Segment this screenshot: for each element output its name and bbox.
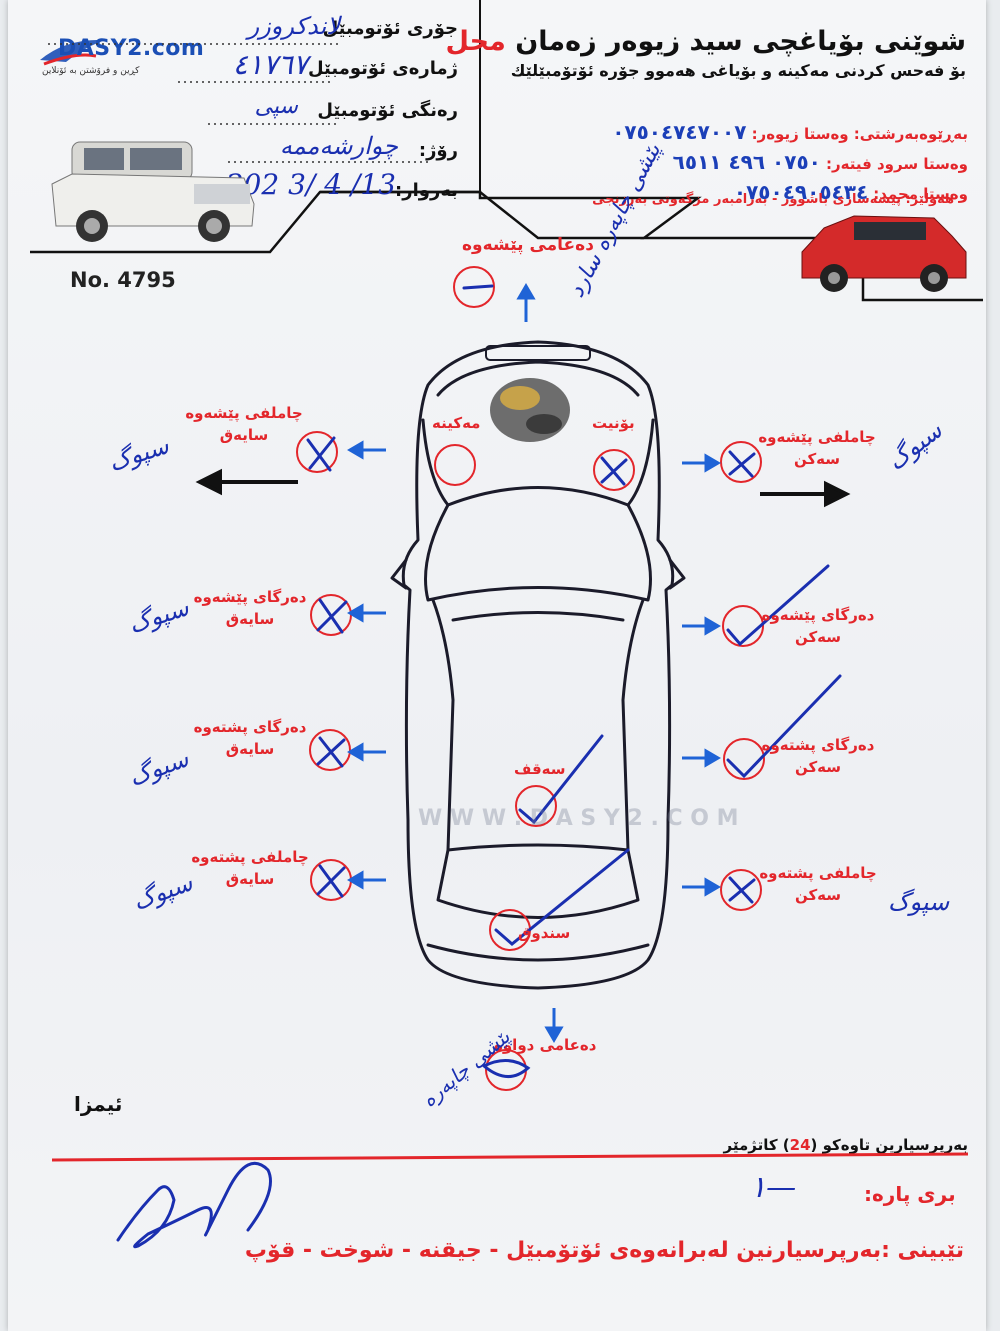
car-color-value: سپی bbox=[254, 94, 298, 119]
label-line: سەکن bbox=[794, 628, 842, 646]
engine-image bbox=[490, 378, 570, 442]
left-front-fender-label: چاملفی پێشەوە سایەق bbox=[164, 402, 324, 446]
label-line: سایەق bbox=[225, 610, 275, 628]
contact-phone: ٠٧٥٠٤٧٤٧٠٠٧ bbox=[612, 120, 747, 144]
watermark: W W W . D A S Y 2 . C O M bbox=[418, 806, 739, 831]
label-line: چاملفی پێشەوە bbox=[758, 428, 876, 446]
handwritten-marks bbox=[306, 284, 842, 1078]
engine-circle bbox=[434, 444, 476, 486]
left-rear-door-label: دەرگای پشتەوە سایەق bbox=[180, 716, 320, 760]
shop-title-red: محل bbox=[445, 26, 506, 57]
bonnet-circle bbox=[593, 449, 635, 491]
left-3-circle bbox=[309, 729, 351, 771]
shop-header: شوێنی بۆیاغچی سید زیوەر زەمان محل بۆ فەح… bbox=[446, 26, 966, 80]
car-color-label: رەنگی ئۆتومبێل bbox=[317, 100, 458, 121]
day-label: رۆژ: bbox=[418, 140, 458, 161]
suv-image bbox=[51, 141, 255, 242]
label-line: سەکن bbox=[793, 450, 841, 468]
date-label: بەروار: bbox=[395, 180, 458, 201]
signature-scribble bbox=[116, 1161, 272, 1249]
responsibility-prefix: بەرپرسیارین تاوەکو ( bbox=[810, 1136, 968, 1154]
label-line: سایەق bbox=[225, 870, 275, 888]
label-line: سایەق bbox=[225, 740, 275, 758]
right-front-door-label: دەرگای پێشەوە سەکن bbox=[756, 604, 880, 648]
contact-prefix: بەڕێوەبەرشتی: bbox=[853, 125, 968, 143]
car-diagram bbox=[195, 266, 851, 1091]
contact-phone: ٠٧٥٠٤٩٠٥٤٣٤ bbox=[733, 180, 869, 204]
field-dotted-lines bbox=[48, 43, 428, 163]
shop-title: شوێنی بۆیاغچی سید زیوەر زەمان محل bbox=[446, 26, 966, 57]
bonnet-label: بۆنیت bbox=[592, 414, 635, 432]
label-line: چاملفی پشتەوە bbox=[191, 848, 309, 866]
contact-name: وەستا محمد: bbox=[873, 185, 968, 203]
signature-label: ئیمزا bbox=[74, 1092, 123, 1116]
day-value: چوارشەممە bbox=[279, 132, 398, 160]
contact-row: وەستا محمد: ٠٧٥٠٤٩٠٥٤٣٤ bbox=[568, 180, 968, 204]
car-type-label: جۆری ئۆتومبێل bbox=[322, 18, 458, 39]
receipt-number: No. 4795 bbox=[70, 268, 176, 292]
right-1-circle bbox=[720, 441, 762, 483]
contact-row: بەڕێوەبەرشتی: وەستا زیوەر: ٠٧٥٠٤٧٤٧٠٠٧ bbox=[568, 120, 968, 144]
contact-name: وەستا زیوەر: bbox=[751, 125, 849, 143]
shop-name: شوێنی بۆیاغچی سید زیوەر زەمان bbox=[515, 26, 966, 57]
contact-row: وەستا سرود فیتەر: ٠٧٥٠ ٤٩٦ ٦٥١١ bbox=[568, 150, 968, 174]
date-row: بەروار: bbox=[395, 180, 458, 201]
responsibility-suffix: ) کاتژمێر bbox=[723, 1136, 790, 1154]
label-line: سایەق bbox=[219, 426, 269, 444]
shop-address: هەولێر: پیشەسازی باشوور - بەرامبەر مزگەو… bbox=[592, 192, 954, 207]
footer-note: تێبینی :بەرپرسیارنین لەبرانەوەی ئۆتۆمبێل… bbox=[244, 1238, 964, 1263]
amount-label: بری پارە: bbox=[864, 1182, 956, 1206]
car-type-row: جۆری ئۆتومبێل bbox=[323, 18, 458, 39]
car-color-row: رەنگی ئۆتومبێل bbox=[317, 100, 458, 121]
right-rear-fender-label: چاملفی پشتەوە سەکن bbox=[758, 862, 878, 906]
left-front-door-label: دەرگای پێشەوە سایەق bbox=[180, 586, 320, 630]
right-rear-door-label: دەرگای پشتەوە سەکن bbox=[758, 734, 878, 778]
trunk-label: سندوق bbox=[518, 924, 571, 942]
right-3-circle bbox=[723, 738, 765, 780]
label-line: دەرگای پشتەوە bbox=[761, 736, 875, 754]
contact-phone: ٠٧٥٠ ٤٩٦ ٦٥١١ bbox=[672, 150, 821, 174]
day-row: رۆژ: bbox=[419, 140, 458, 161]
car-type-value: لاندکروزر bbox=[247, 12, 340, 40]
right-front-fender-label: چاملفی پێشەوە سەکن bbox=[752, 426, 882, 470]
front-bumper-circle bbox=[453, 266, 495, 308]
rear-bumper-label: دەعامی دواوە bbox=[494, 1036, 597, 1054]
car-info-fields: جۆری ئۆتومبێل لاندکروزر ژمارەی ئۆتومبێل … bbox=[38, 10, 458, 201]
inspection-receipt: DASY2.com کڕین و فرۆشتن بە ئۆنلاین جۆری … bbox=[8, 0, 986, 1331]
dasy2-logo: DASY2.com کڕین و فرۆشتن بە ئۆنلاین bbox=[36, 30, 204, 86]
sports-car-image bbox=[801, 215, 967, 292]
footer-red-rule bbox=[51, 1152, 969, 1162]
label-line: سەکن bbox=[794, 886, 842, 904]
car-number-value: ٤١٧٦٧ bbox=[232, 48, 308, 81]
logo-text: DASY2.com bbox=[58, 36, 205, 61]
date-value: 202 3/ 4 /13 bbox=[225, 168, 396, 201]
label-line: چاملفی پێشەوە bbox=[185, 404, 303, 422]
responsibility-hours: 24 bbox=[789, 1136, 811, 1154]
shop-subtitle: بۆ فەحس کردنی مەکینە و بۆیاغی هەموو جۆرە… bbox=[510, 61, 966, 80]
responsibility-line: بەرپرسیارین تاوەکو (24) کاتژمێر bbox=[608, 1136, 969, 1154]
logo-tagline: کڕین و فرۆشتن بە ئۆنلاین bbox=[42, 66, 140, 76]
label-line: چاملفی پشتەوە bbox=[759, 864, 877, 882]
right-4-circle bbox=[720, 869, 762, 911]
roof-circle bbox=[515, 785, 557, 827]
label-line: دەرگای پێشەوە bbox=[193, 588, 307, 606]
right-2-circle bbox=[722, 605, 764, 647]
engine-label: مەکینە bbox=[432, 414, 481, 432]
label-line: سەکن bbox=[794, 758, 842, 776]
car-number-row: ژمارەی ئۆتومبێل bbox=[308, 58, 458, 79]
car-number-label: ژمارەی ئۆتومبێل bbox=[307, 58, 458, 79]
front-bumper-label: دەعامی پێشەوە bbox=[462, 235, 594, 255]
label-line: دەرگای پێشەوە bbox=[761, 606, 875, 624]
left-1-circle bbox=[296, 431, 338, 473]
label-line: دەرگای پشتەوە bbox=[193, 718, 307, 736]
contact-name: وەستا سرود فیتەر: bbox=[825, 155, 968, 173]
logo-car-icon bbox=[40, 39, 106, 66]
amount-value: ١— bbox=[750, 1170, 797, 1205]
left-rear-fender-label: چاملفی پشتەوە سایەق bbox=[180, 846, 320, 890]
roof-label: سەقف bbox=[514, 760, 566, 778]
note-right-4: سپوگ bbox=[888, 888, 950, 916]
contacts: بەڕێوەبەرشتی: وەستا زیوەر: ٠٧٥٠٤٧٤٧٠٠٧ و… bbox=[568, 120, 968, 204]
